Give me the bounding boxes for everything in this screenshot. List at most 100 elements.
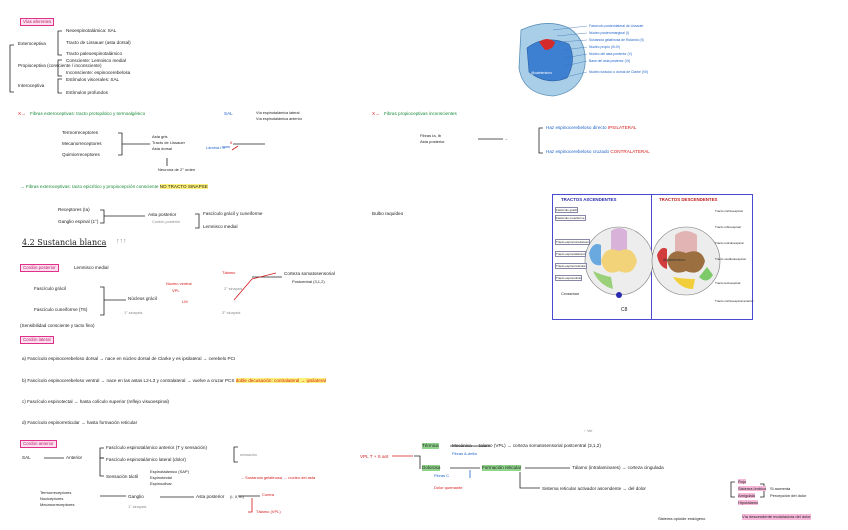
spinocerebellar-crossed: Haz espinocerebeloso cruzado CONTRALATER…: [546, 149, 650, 155]
anterior-tract-2: Fascículo espinotalámico lateral (dolor): [106, 457, 186, 463]
red-x-mark: x: [230, 140, 232, 146]
exteroceptive-item-3: Tracto paleoespinotalámico: [66, 51, 122, 57]
epicritic-fibers-text: Fibras exteroceptivas: tacto epicrítico …: [26, 184, 159, 189]
crossmon-label: Crossmon: [561, 291, 579, 297]
anterior-horn: Asta posterior: [196, 494, 224, 500]
anterior-cord-box: Cordón anterior: [20, 440, 57, 448]
anterior-mid-red: VPL T + S ant: [360, 454, 388, 460]
limbic-item-1-text: Rojo: [738, 479, 746, 484]
epicritic-end: Bulbo raquídeo: [372, 211, 403, 217]
epicritic-route-1: Fascículo grácil y cuneiforme: [203, 211, 263, 217]
epicritic-horn: Asta posterior: [148, 212, 176, 218]
medial-lemniscus-label: Lemnisco medial: [74, 265, 108, 271]
postcentral-areas: Postcentral (3,1,2): [292, 279, 325, 285]
spinocerebellar-direct: Haz espinocerebeloso directo IPSILATERAL: [546, 125, 637, 131]
first-synapse-note: 1° sinapsis: [124, 310, 142, 316]
receptor-3: Quimiorreceptores: [62, 152, 100, 158]
lateral-item-b-text: b) Fascículo espinocerebeloso ventral → …: [22, 378, 234, 383]
lateral-cord-box: Cordón lateral: [20, 336, 54, 344]
exteroceptive-item-1: Neoespinotalámica: SAL: [66, 28, 116, 34]
pain-node: Dolorosa: [422, 465, 440, 471]
exteroceptive-label: Exteroceptiva: [18, 41, 46, 47]
c8-label: C8: [621, 307, 627, 313]
anterior-horn-red-2: Tálamo (VPL): [256, 509, 281, 515]
right-note-1: Si aumenta: [770, 486, 790, 492]
anterior-tract-3: Sensación táctil: [106, 474, 138, 480]
anterior-label: Anterior: [66, 455, 82, 461]
horn-label-3: Sustancia gelatinosa de Rolando (II): [589, 38, 644, 42]
descending-modulator: Vía descendente moduladora del dolor: [742, 514, 811, 520]
lamina-note: Lámina I-V: [206, 145, 225, 151]
limbic-item-4: Hipotálamo: [738, 500, 758, 506]
tract-sal: SAL: [224, 111, 233, 117]
desc-label-1: Tracto corticoespinal: [715, 209, 743, 213]
lateral-item-b-hl: doble decusación: contralateral → ipsila…: [236, 378, 326, 383]
proprioceptive-fibers-title: Fibras propioceptivas inconscientes: [384, 111, 457, 117]
spinocerebellar-direct-text: Haz espinocerebeloso directo: [546, 125, 607, 130]
proprio-relay: →: [504, 136, 508, 142]
horn-watermark: @cateterismo: [531, 70, 552, 76]
receptor-2: Mecanorreceptores: [62, 141, 102, 147]
x-mark-left: X→: [18, 111, 26, 117]
horn-label-7: Núcleo torácico o dorsal de Clarke (VII): [589, 70, 648, 74]
anterior-tract-6: Espinoolivar: [150, 481, 172, 487]
anterior-ganglion-note: 1° sinapsis: [128, 504, 146, 510]
ventral-nucleus: Núcleo ventral: [166, 281, 192, 287]
lateral-item-a: a) Fascículo espinocerebeloso dorsal → n…: [22, 356, 235, 362]
asc-label-3: Tracto espinocerebeloso: [555, 239, 590, 245]
limbic-item-3-text: Amígdala: [738, 493, 755, 498]
receptor-1: Termorreceptores: [62, 130, 98, 136]
anterior-red-arrow: → Sustancia gelatinosa → núcleo del asta: [240, 475, 315, 481]
vpl-marker: VPL: [172, 288, 180, 294]
desc-label-3: Tracto reticuloespinal: [715, 241, 743, 245]
anterior-receptor-3: Mecanorreceptores: [40, 502, 74, 508]
x-mark-right: X→: [372, 111, 380, 117]
asc-label-6: Tracto espinoolivar: [555, 275, 582, 281]
asc-label-5: Tracto espinorreticular: [555, 263, 587, 269]
desc-label-4: Tracto vestibuloespinal: [715, 257, 746, 261]
anterior-horn-red: Contra: [262, 492, 274, 498]
cuneate-fasciculus: Fascículo cuneiforme (T6): [34, 307, 87, 313]
second-order-note: Neurona de 2° orden: [158, 167, 195, 173]
exteroceptive-fibers-title: Fibras exteroceptivas: tracto protopátic…: [30, 111, 145, 117]
second-synapse-note: 2° sinapsis: [224, 286, 242, 292]
lateral-item-b: b) Fascículo espinocerebeloso ventral → …: [22, 378, 326, 384]
epicritic-ganglion: Ganglio espinal (1°): [58, 219, 98, 225]
asc-label-4: Tracto espinotalámico: [555, 251, 586, 257]
tracts-figure: TRACTOS ASCENDENTES TRACTOS DESCENDENTES…: [552, 194, 753, 320]
epicritic-fibers-hl: NO TRACTO SINAPSE: [160, 184, 208, 189]
opioid-system: Sistema opioide endógeno: [658, 516, 705, 522]
gracile-nuclei: Núcleos grácil: [128, 296, 157, 302]
interoceptive-item-2: Estímulos profundos: [66, 90, 108, 96]
epicritic-cord: Cordón posterior: [152, 219, 180, 225]
somatosensory-cortex: Corteza somatosensorial: [284, 271, 335, 277]
pain-fibers: Fibras C: [434, 473, 449, 479]
asc-label-1: Fascículo grácil: [555, 207, 578, 213]
gracile-fasciculus: Fascículo grácil: [34, 286, 66, 292]
interoceptive-label: Interoceptiva: [18, 83, 44, 89]
tract-side-2: Vía espinotalámica anterior: [256, 116, 302, 122]
burning-pain: Dolor quemante: [434, 485, 462, 491]
spinocerebellar-direct-hl: IPSILATERAL: [608, 125, 637, 130]
horn-label-6: Base del asta posterior (VI): [589, 59, 630, 63]
proprioceptive-item-1: Consciente: Lemnisco medial: [66, 58, 126, 64]
third-synapse-note: 3° sinapsis: [222, 310, 240, 316]
horn-label-1: Fascículo posterolateral de Lissauer: [589, 24, 643, 28]
desc-label-6: Tracto corticoespinal anterior: [715, 299, 754, 303]
horn-label-5: Núcleo del asta posterior (V): [589, 52, 632, 56]
horn-label-2: Núcleo posteromarginal (I): [589, 31, 629, 35]
thermal-fibers: Fibras A-delta: [452, 451, 477, 457]
interoceptive-item-1: Estímulos viscerales: SAL: [66, 77, 119, 83]
epicritic-fibers-line: → Fibras exteroceptivas: tacto epicrític…: [20, 184, 208, 190]
spinocerebellar-crossed-text: Haz espinocerebeloso cruzado: [546, 149, 609, 154]
anterior-gray-note: sensación: [240, 452, 257, 458]
white-matter-heading: 4.2 Sustancia blanca: [22, 238, 106, 247]
lateral-item-c: c) Fascículo espinotectal → hasta colícu…: [22, 399, 169, 405]
posterior-cord-box: Cordón posterior: [20, 264, 59, 272]
limbic-item-2: Sistema límbico: [738, 486, 766, 492]
section-label-afferent: Vías aferentes: [20, 18, 54, 26]
epicritic-route-2: Lemnisco medial: [203, 224, 237, 230]
anterior-tract-1: Fascículo espinotalámico anterior (T y s…: [106, 445, 207, 451]
proprio-horn: Asta posterior: [420, 139, 445, 145]
tracts-watermark: @cateterismo: [663, 257, 685, 263]
